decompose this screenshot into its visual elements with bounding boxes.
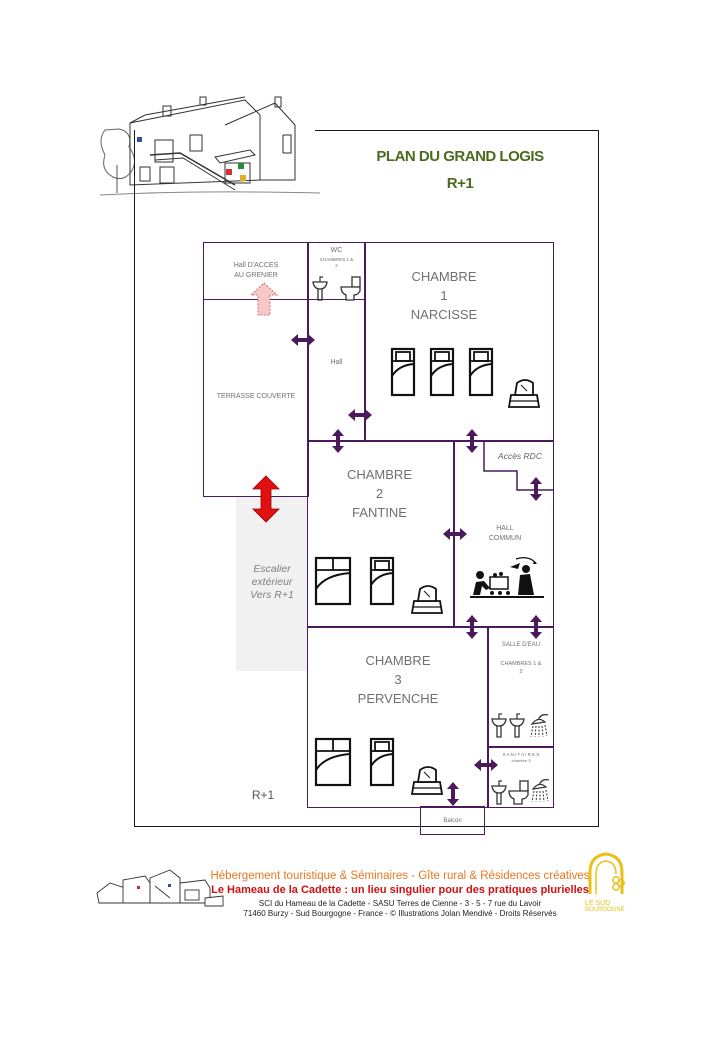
door-arrow-acces-rdc-icon [530, 477, 542, 501]
stair-arrow-icon [252, 475, 280, 523]
single-bed-icon [468, 347, 494, 397]
salle-eau-sublabel-line1: CHAMBRES 1 & [500, 661, 542, 667]
escalier-label-line1: Escalier [253, 563, 291, 575]
hameau-sketch-illustration [96, 869, 224, 907]
plan-frame-top [315, 130, 599, 131]
plan-frame [134, 130, 599, 827]
hall-grenier-label: Hall D'ACCES AU GRENIER [203, 261, 309, 281]
single-bed-icon [369, 737, 395, 787]
chambre-3-label-line3: PERVENCHE [357, 691, 439, 706]
house-sketch-illustration [99, 96, 321, 196]
room-salle-eau [487, 626, 554, 748]
sink-icon [491, 713, 507, 738]
door-arrow-hallcommun-salle-eau-icon [530, 615, 542, 639]
footer-address: 71460 Burzy - Sud Bourgogne - France - ©… [243, 909, 557, 918]
room-chambre-1 [364, 242, 554, 442]
family-play-icon [470, 557, 544, 598]
door-arrow-chambre3-sanitaires-icon [474, 759, 498, 771]
bed-linen-icon [508, 379, 540, 408]
bed-linen-icon [411, 766, 443, 795]
hall-grenier-label-line2: AU GRENIER [234, 272, 278, 279]
sink-icon [509, 713, 525, 738]
wc-sublabel-line2: 2 [335, 263, 338, 268]
room-wc [307, 242, 366, 300]
wc-label: WC [330, 247, 343, 254]
salle-eau-sublabel: CHAMBRES 1 & 2 [488, 660, 554, 676]
acces-rdc-label: Accès RDC [498, 451, 542, 461]
hall-grenier-label-line1: Hall D'ACCES [233, 262, 279, 269]
chambre-2-label-line3: FANTINE [352, 505, 407, 520]
chambre-1-label-line1: CHAMBRE [411, 269, 477, 284]
page-subtitle: R+1 [446, 175, 474, 192]
logo-text-line2: BOURGOGNE [585, 907, 625, 913]
bed-linen-icon [411, 585, 443, 614]
sink-icon [491, 780, 507, 805]
wc-sublabel: CHAMBRES 1 & 2 [307, 257, 366, 269]
sanitaires-label: S A N I T A I R E S [502, 752, 540, 757]
door-arrow-chambre2-hallcommun-icon [443, 528, 467, 540]
door-arrow-hall-chambre1-icon [348, 409, 372, 421]
chambre-2-label-line1: CHAMBRE [346, 467, 412, 482]
page-title: PLAN DU GRAND LOGIS [376, 148, 544, 165]
single-bed-icon [390, 347, 416, 397]
balcon-label: Balcon [443, 818, 462, 824]
chambre-1-label-line3: NARCISSE [410, 307, 478, 322]
chambre-3-label: CHAMBRE 3 PERVENCHE [307, 651, 489, 708]
room-balcon [420, 806, 485, 835]
footer-title: Le Hameau de la Cadette : un lieu singul… [211, 884, 589, 896]
footer-company: SCI du Hameau de la Cadette - SASU Terre… [258, 899, 542, 908]
door-arrow-chambre1-hallcommun-icon [466, 429, 478, 453]
logo-text-line1: LE SUD [585, 900, 611, 907]
shower-icon [530, 713, 549, 738]
door-arrow-hall-chambre2-icon [332, 429, 344, 453]
chambre-1-label: CHAMBRE 1 NARCISSE [364, 267, 524, 324]
double-bed-icon [314, 737, 352, 787]
room-hall-grenier [203, 242, 309, 300]
terrasse-label: TERRASSE COUVERTE [216, 393, 296, 400]
hall-commun-label-line1: HALL [496, 525, 514, 532]
hall-label: Hall [330, 359, 343, 366]
grenier-up-arrow-icon [249, 282, 279, 316]
salle-eau-label: SALLE D'EAU [501, 642, 541, 648]
shower-icon [531, 778, 550, 803]
sanitaires-sublabel: chambre 3 [511, 758, 531, 763]
double-bed-icon [314, 556, 352, 606]
chambre-1-label-line2: 1 [440, 288, 448, 303]
room-sanitaires [487, 746, 554, 808]
wc-sublabel-line1: CHAMBRES 1 & [319, 257, 354, 262]
salle-eau-sublabel-line2: 2 [519, 669, 523, 675]
door-arrow-hallcommun-chambre3-icon [466, 615, 478, 639]
logo-text: LE SUD BOURGOGNE [585, 900, 625, 914]
chambre-3-label-line1: CHAMBRE [365, 653, 431, 668]
hall-commun-label-line2: COMMUN [488, 535, 522, 542]
toilet-icon [508, 780, 529, 805]
floor-label: R+1 [251, 788, 275, 802]
single-bed-icon [429, 347, 455, 397]
room-terrasse-couverte [203, 298, 309, 497]
sink-icon [312, 276, 328, 301]
le-sud-bourgogne-logo [588, 852, 625, 894]
hall-commun-label: HALL COMMUN [475, 524, 535, 544]
chambre-2-label: CHAMBRE 2 FANTINE [307, 465, 452, 522]
footer-tagline: Hébergement touristique & Séminaires - G… [210, 870, 590, 882]
single-bed-icon [369, 556, 395, 606]
chambre-2-label-line2: 2 [375, 486, 384, 501]
toilet-icon [340, 276, 361, 301]
chambre-3-label-line2: 3 [394, 672, 402, 687]
escalier-label-line2: extérieur [251, 576, 293, 588]
door-arrow-chambre3-balcon-icon [447, 782, 459, 806]
escalier-label-line3: Vers R+1 [250, 589, 294, 601]
room-chambre-3 [307, 626, 489, 808]
door-arrow-hall-terrasse-icon [291, 334, 315, 346]
escalier-label: Escalier extérieur Vers R+1 [236, 563, 308, 602]
escalier-exterieur [236, 496, 308, 671]
